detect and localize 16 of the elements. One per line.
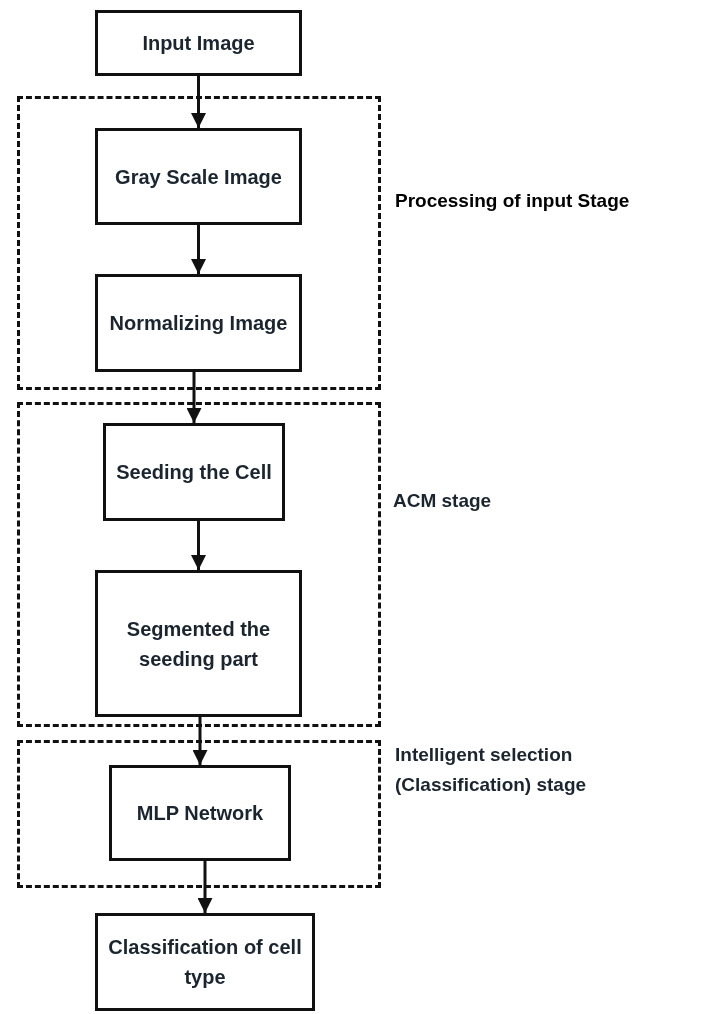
arrow [192,717,208,765]
stage-label: Intelligent selection (Classification) stage [395,743,588,797]
arrow [191,521,206,570]
process-box: Segmented the seeding part [95,570,302,717]
stage-label: ACM stage [393,489,493,513]
process-box: Input Image [95,10,302,76]
process-box: Classification of cell type [95,913,315,1011]
process-box: Normalizing Image [95,274,302,372]
arrow [197,861,213,913]
stage-label: Processing of input Stage [395,189,631,213]
process-box: Gray Scale Image [95,128,302,225]
arrow [186,372,202,423]
process-box: Seeding the Cell [103,423,285,521]
arrow [191,76,206,128]
process-box: MLP Network [109,765,291,861]
arrow [191,225,206,274]
